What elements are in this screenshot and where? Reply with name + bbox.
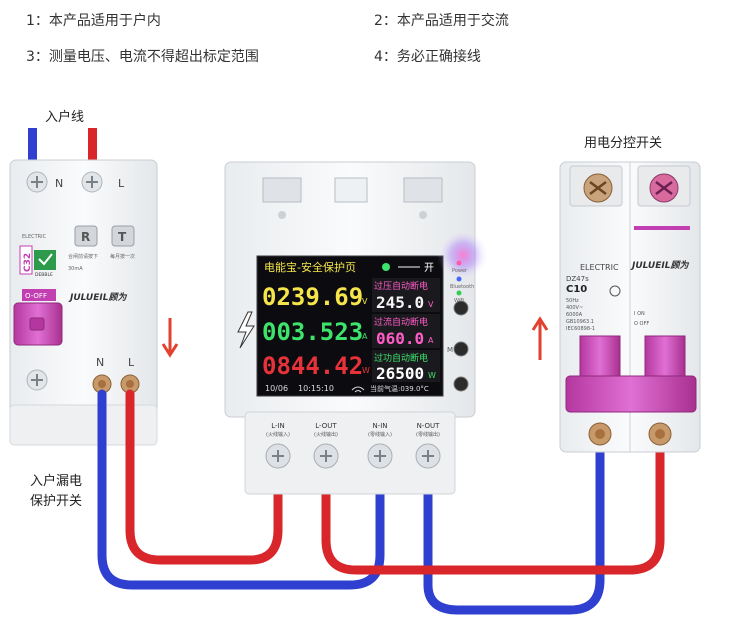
terminal-n-out-label: N-OUT bbox=[417, 422, 441, 430]
led-bluetooth: Bluetooth bbox=[450, 284, 474, 290]
ov-unit: V bbox=[428, 300, 434, 309]
leakage-breaker-label-2: 保护开关 bbox=[30, 494, 83, 509]
mcb-rating: C10 bbox=[566, 284, 587, 295]
op-unit: W bbox=[428, 371, 436, 380]
mcb-spec-3: 6000A bbox=[566, 312, 583, 318]
mcb-off: O OFF bbox=[634, 321, 649, 327]
mcb-model: DZ47s bbox=[566, 275, 589, 283]
leakage-terminal-n-bottom: N bbox=[96, 356, 104, 369]
mcb-handle[interactable] bbox=[565, 375, 697, 413]
screw-cross-icon bbox=[320, 450, 332, 462]
voltage-reading: 0239.69 bbox=[262, 283, 363, 311]
led-power: Power bbox=[452, 268, 468, 274]
mcb-on: I ON bbox=[634, 311, 645, 317]
oc-label: 过流自动断电 bbox=[374, 316, 428, 328]
mcb-spec-4: GB10963.1 bbox=[566, 319, 594, 325]
mcb-spec-5: IEC60898-1 bbox=[566, 326, 595, 332]
oc-value: 060.0 bbox=[376, 329, 424, 348]
meter-button-bottom[interactable] bbox=[453, 376, 469, 392]
incoming-live-wire bbox=[88, 128, 97, 168]
meter-temp: 当前气温:039.0°C bbox=[370, 384, 429, 393]
terminal-l-in-label: L-IN bbox=[271, 422, 285, 430]
wifi-icon bbox=[351, 386, 365, 393]
meter-btn-m: M bbox=[447, 346, 453, 354]
lightning-icon bbox=[237, 311, 255, 349]
op-value: 26500 bbox=[376, 364, 424, 383]
energy-meter: 电能宝-安全保护页 开 0239.69 V 003.523 A 0844.42 … bbox=[224, 161, 489, 495]
mcb-spec-2: 400V~ bbox=[566, 305, 583, 311]
voltage-unit: V bbox=[362, 297, 368, 306]
leakage-terminal-l: L bbox=[118, 177, 125, 190]
live-wire-breaker-to-meter bbox=[125, 389, 283, 565]
screw-cross-icon bbox=[374, 450, 386, 462]
controlled-breaker: ELECTRIC JULUEIL顾为 DZ47s C10 50Hz 400V~ … bbox=[559, 161, 701, 453]
leakage-rating: C32 bbox=[23, 253, 33, 272]
mcb-spec-1: 50Hz bbox=[566, 298, 579, 304]
terminal-n-in-sub: (零线输入) bbox=[368, 431, 392, 438]
meter-title: 电能宝-安全保护页 bbox=[264, 260, 356, 274]
leakage-btn-r[interactable]: R bbox=[81, 230, 90, 244]
terminal-n-out-sub: (零线输出) bbox=[416, 431, 440, 438]
leakage-rating-ma: 30mA bbox=[68, 266, 83, 272]
incoming-neutral-wire bbox=[28, 128, 37, 168]
leakage-btn-t[interactable]: T bbox=[118, 230, 127, 244]
power-reading: 0844.42 bbox=[262, 352, 363, 380]
leakage-text-r: 合闸前请按下 bbox=[68, 253, 98, 260]
meter-button-top[interactable] bbox=[453, 300, 469, 316]
meter-date: 10/06 bbox=[265, 384, 288, 393]
incoming-line-label: 入户线 bbox=[45, 110, 85, 125]
leakage-terminal-l-bottom: L bbox=[128, 356, 135, 369]
mcb-brand-small: ELECTRIC bbox=[580, 263, 619, 272]
leakage-terminal-n: N bbox=[55, 177, 63, 190]
screw-cross-icon bbox=[422, 450, 434, 462]
meter-time: 10:15:10 bbox=[298, 384, 334, 393]
neutral-wire-meter-to-mcb bbox=[423, 435, 605, 615]
arrow-down-icon bbox=[161, 318, 179, 358]
note-2: 2：本产品适用于交流 bbox=[374, 13, 509, 29]
ov-label: 过压自动断电 bbox=[374, 280, 428, 292]
live-wire-meter-to-mcb bbox=[321, 435, 665, 575]
controlled-breaker-label: 用电分控开关 bbox=[584, 136, 663, 151]
oc-unit: A bbox=[428, 336, 434, 345]
ov-value: 245.0 bbox=[376, 293, 424, 312]
terminal-l-in-sub: (火线输入) bbox=[266, 431, 290, 438]
meter-button-m[interactable] bbox=[453, 341, 469, 357]
terminal-l-out-label: L-OUT bbox=[315, 422, 337, 430]
leakage-onoff: O-OFF bbox=[25, 292, 47, 300]
note-1: 1：本产品适用于户内 bbox=[26, 13, 161, 29]
terminal-n-in-label: N-IN bbox=[372, 422, 387, 430]
leakage-status-badge: DEBBLE bbox=[35, 272, 53, 278]
note-4: 4：务必正确接线 bbox=[374, 49, 481, 65]
leakage-brand-small: ELECTRIC bbox=[22, 234, 47, 240]
meter-switch-label: 开 bbox=[424, 263, 434, 274]
power-unit: W bbox=[362, 366, 370, 375]
leakage-brand: JULUEIL顾为 bbox=[68, 292, 127, 303]
op-label: 过功自动断电 bbox=[374, 352, 428, 364]
leakage-text-t: 每月按一次 bbox=[110, 253, 135, 260]
leakage-breaker-label-1: 入户漏电 bbox=[30, 474, 83, 489]
current-reading: 003.523 bbox=[262, 318, 363, 346]
arrow-up-icon bbox=[531, 316, 549, 360]
current-unit: A bbox=[362, 332, 368, 341]
screw-cross-icon bbox=[272, 450, 284, 462]
mcb-brand: JULUEIL顾为 bbox=[630, 260, 689, 271]
note-3: 3：测量电压、电流不得超出标定范围 bbox=[26, 49, 259, 65]
leakage-breaker: N L R T ELECTRIC 合闸前请按下 每月按一次 30mA C32 D… bbox=[9, 159, 158, 446]
terminal-l-out-sub: (火线输出) bbox=[314, 431, 338, 438]
